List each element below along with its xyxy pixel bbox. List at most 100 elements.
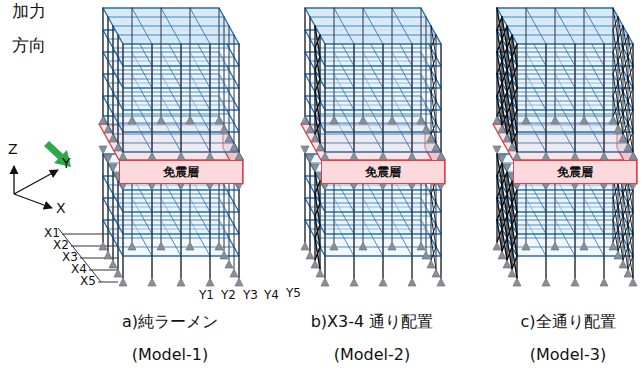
- column: [392, 8, 393, 116]
- pin-support: [388, 242, 396, 250]
- brace: [512, 110, 517, 123]
- brace: [628, 234, 633, 247]
- brace: [431, 79, 436, 92]
- column: [117, 181, 119, 269]
- pin-support: [422, 251, 430, 259]
- column: [238, 190, 240, 278]
- brace: [613, 229, 618, 242]
- brace: [315, 35, 320, 48]
- floor-beam: [512, 203, 628, 204]
- pin-support: [206, 152, 214, 160]
- floor-beam: [320, 225, 436, 226]
- brace: [628, 190, 633, 203]
- column: [102, 154, 104, 242]
- brace: [623, 123, 628, 134]
- pin-support: [220, 125, 228, 133]
- floor-beam: [118, 79, 234, 80]
- brace: [623, 57, 628, 70]
- pin-support: [350, 278, 358, 286]
- brace: [502, 114, 507, 125]
- brace: [315, 57, 320, 70]
- brace: [618, 114, 623, 125]
- floor-beam: [118, 203, 234, 204]
- column: [440, 44, 442, 152]
- column: [238, 44, 240, 152]
- pin-support: [498, 251, 506, 259]
- brace: [315, 123, 320, 134]
- brace: [497, 105, 502, 116]
- floor-beam: [512, 57, 628, 58]
- pin-support: [614, 125, 622, 133]
- brace: [613, 39, 618, 52]
- pin-support: [508, 143, 516, 151]
- brace: [613, 61, 618, 74]
- column: [180, 190, 182, 278]
- brace: [512, 44, 517, 57]
- floor-beam: [320, 101, 436, 102]
- pin-support: [177, 278, 185, 286]
- column: [209, 190, 211, 278]
- pin-support: [128, 116, 136, 124]
- pin-support: [609, 116, 617, 124]
- pin-support: [119, 152, 127, 160]
- isolation-layer: 免震層: [119, 160, 243, 184]
- brace: [502, 238, 507, 251]
- pin-support: [437, 152, 445, 160]
- brace: [512, 256, 517, 269]
- column: [382, 44, 384, 152]
- pin-support: [408, 278, 416, 286]
- column: [107, 163, 109, 251]
- floor-beam: [118, 57, 234, 58]
- column: [112, 26, 114, 134]
- brace: [507, 203, 512, 216]
- pin-support: [230, 143, 238, 151]
- pin-support: [301, 116, 309, 124]
- pin-support: [600, 278, 608, 286]
- pin-support: [306, 125, 314, 133]
- brace: [315, 247, 320, 260]
- floor-beam: [118, 101, 234, 102]
- pin-support: [513, 278, 521, 286]
- grid-label: Y5: [286, 287, 301, 301]
- pin-support: [359, 116, 367, 124]
- pin-support: [542, 152, 550, 160]
- floor-beam: [363, 8, 383, 44]
- floor-beam: [320, 35, 436, 36]
- column: [309, 163, 311, 251]
- brace: [623, 225, 628, 238]
- brace: [628, 132, 633, 143]
- brace: [512, 132, 517, 143]
- brace: [431, 203, 436, 216]
- pin-support: [206, 278, 214, 286]
- brace: [502, 70, 507, 83]
- brace: [628, 66, 633, 79]
- layer-label: 免震層: [557, 164, 593, 181]
- brace: [628, 44, 633, 57]
- pin-support: [235, 152, 243, 160]
- brace: [512, 88, 517, 101]
- pin-support: [316, 269, 324, 277]
- pin-support: [388, 116, 396, 124]
- isolator-bearing: [301, 146, 309, 154]
- model-caption: (Model-3): [530, 346, 606, 364]
- brace: [497, 39, 502, 52]
- brace: [431, 101, 436, 114]
- column: [224, 17, 225, 125]
- brace: [623, 101, 628, 114]
- grid-label: Y1: [199, 289, 214, 303]
- brace: [623, 35, 628, 48]
- isolator-bearing: [109, 164, 117, 172]
- floor-beam: [512, 143, 628, 144]
- load-label: 方向: [12, 36, 46, 56]
- column: [603, 44, 605, 152]
- pin-support: [99, 242, 107, 250]
- floor-beam: [118, 35, 234, 36]
- floor-beam: [118, 225, 234, 226]
- pin-support: [311, 134, 319, 142]
- brace: [507, 181, 512, 194]
- pin-support: [600, 152, 608, 160]
- floor-beam: [555, 8, 575, 44]
- pin-support: [551, 116, 559, 124]
- pin-support: [624, 269, 632, 277]
- column: [102, 8, 104, 116]
